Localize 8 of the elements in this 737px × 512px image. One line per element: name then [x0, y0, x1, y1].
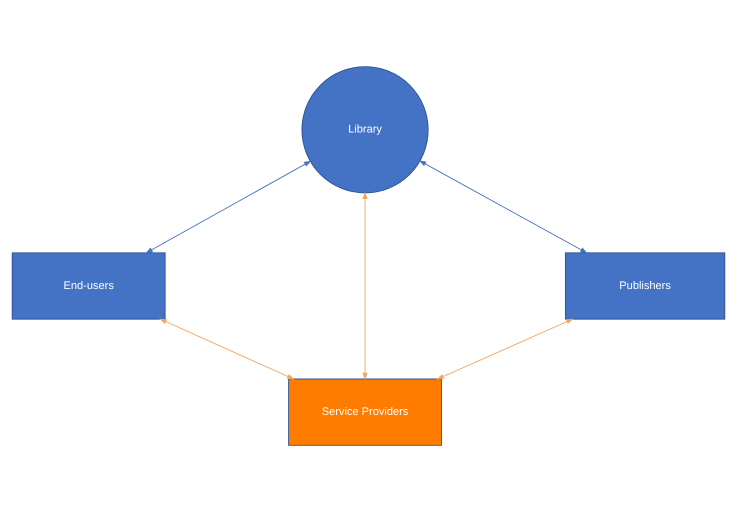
arrow [436, 318, 574, 380]
arrow [159, 318, 295, 380]
node-box: Publishers [564, 252, 726, 320]
arrow [362, 192, 368, 380]
node-box: Service Providers [288, 378, 442, 446]
arrow [145, 160, 312, 254]
arrow [418, 160, 588, 254]
node-box: End-users [12, 252, 166, 320]
